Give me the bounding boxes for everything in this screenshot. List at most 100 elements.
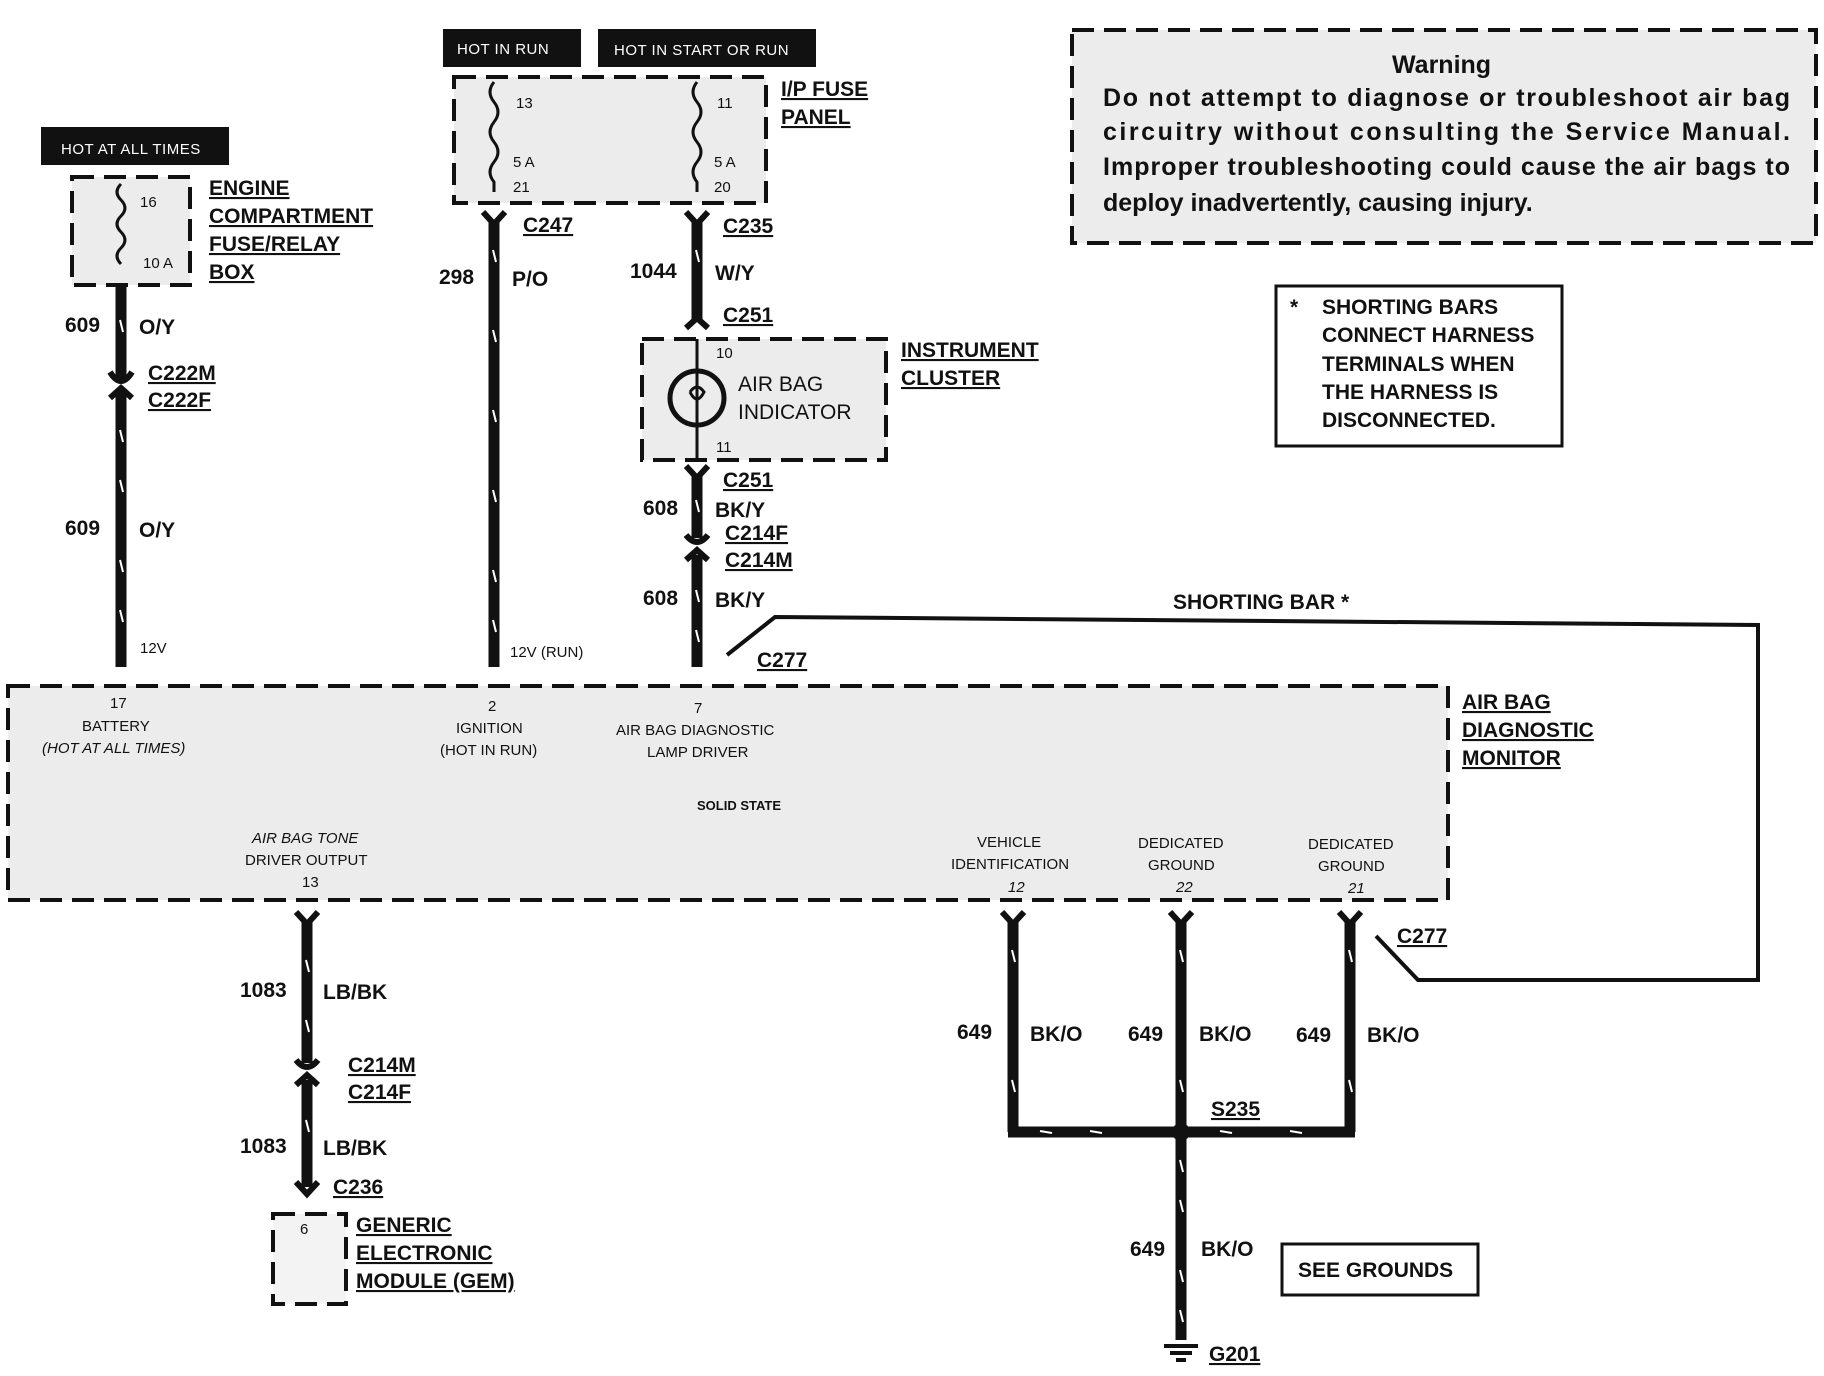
svg-text:11: 11 (717, 95, 733, 112)
header-hot-in-start-or-run: HOT IN START OR RUN (598, 29, 816, 67)
wire-649-number-b: 649 (1128, 1023, 1163, 1046)
svg-text:DISCONNECTED.: DISCONNECTED. (1322, 409, 1496, 432)
wire-608-color-lower: BK/Y (715, 589, 765, 612)
connector-c222m: C222M (148, 362, 216, 385)
warning-title: Warning (1392, 51, 1491, 79)
instrument-cluster-box: 10 11 AIR BAG INDICATOR (640, 337, 888, 462)
wire-1083-color-lower: LB/BK (323, 1137, 387, 1160)
pin-13: 13 (302, 874, 319, 891)
shorting-bar-line (725, 614, 1760, 982)
wire-608-number-upper: 608 (643, 497, 678, 520)
pin-ignition-sub: (HOT IN RUN) (440, 742, 537, 759)
pin-2: 2 (488, 698, 496, 715)
monitor-label-2: DIAGNOSTIC (1462, 719, 1594, 742)
connector-c214f-upper: C214F (725, 522, 788, 545)
see-grounds-label: SEE GROUNDS (1298, 1259, 1453, 1282)
see-grounds-box: SEE GROUNDS (1280, 1242, 1480, 1297)
wire-649-color-ground: BK/O (1201, 1238, 1254, 1261)
svg-text:SHORTING BARS: SHORTING BARS (1322, 296, 1498, 319)
engine-box-label-3: FUSE/RELAY (209, 233, 340, 256)
pin-vehicle-id-label-2: IDENTIFICATION (951, 856, 1069, 873)
connector-c251-upper: C251 (723, 304, 774, 327)
wire-649-color-c: BK/O (1367, 1024, 1420, 1047)
wire-649-number-c: 649 (1296, 1024, 1331, 1047)
wire-609 (107, 285, 135, 667)
warning-line-1: Do not attempt to diagnose or troublesho… (1103, 84, 1790, 112)
header-hot-in-run: HOT IN RUN (443, 29, 581, 67)
wire-608-number-lower: 608 (643, 587, 678, 610)
gem-label-3: MODULE (GEM) (356, 1270, 515, 1293)
warning-box: Warning Do not attempt to diagnose or tr… (1070, 28, 1818, 245)
ground-icon (1164, 1344, 1198, 1362)
header-hot-at-all-times: HOT AT ALL TIMES (41, 127, 229, 165)
svg-text:HOT IN START OR RUN: HOT IN START OR RUN (614, 42, 789, 59)
svg-text:5 A: 5 A (714, 154, 736, 171)
pin-tone-label-1: AIR BAG TONE (251, 830, 359, 847)
wire-649-color-b: BK/O (1199, 1023, 1252, 1046)
pin-12: 12 (1008, 879, 1025, 896)
wire-298-color: P/O (512, 268, 548, 291)
fuse-16-symbol (115, 182, 127, 266)
wire-649-number-ground: 649 (1130, 1238, 1165, 1261)
ground-g201: G201 (1209, 1343, 1261, 1366)
shorting-bars-note: * SHORTING BARS CONNECT HARNESS TERMINAL… (1274, 284, 1564, 448)
svg-text:*: * (1290, 296, 1299, 319)
pin-vehicle-id-label-1: VEHICLE (977, 834, 1041, 851)
pin-21: 21 (1347, 880, 1365, 897)
connector-c251-lower: C251 (723, 469, 774, 492)
wire-609-color-upper: O/Y (139, 316, 175, 339)
svg-text:10: 10 (716, 345, 733, 362)
fuse-11-symbol (691, 81, 703, 192)
connector-c214m-upper: C214M (725, 549, 793, 572)
monitor-label-3: MONITOR (1462, 747, 1561, 770)
monitor-label-1: AIR BAG (1462, 691, 1551, 714)
svg-text:21: 21 (513, 179, 530, 196)
svg-text:THE HARNESS IS: THE HARNESS IS (1322, 381, 1498, 404)
wire-1083 (293, 909, 321, 1199)
connector-c247: C247 (523, 214, 573, 237)
fuse-16-num: 16 (140, 194, 157, 211)
air-bag-indicator-label-1: AIR BAG (738, 373, 823, 396)
connector-c214m-lower: C214M (348, 1054, 416, 1077)
splice-s235-dot (1172, 1123, 1190, 1141)
svg-text:11: 11 (716, 439, 732, 456)
wire-649-color-a: BK/O (1030, 1023, 1083, 1046)
svg-text:CONNECT HARNESS: CONNECT HARNESS (1322, 324, 1534, 347)
air-bag-indicator-label-2: INDICATOR (738, 401, 852, 424)
wire-608-color-upper: BK/Y (715, 499, 765, 522)
wire-1044-number: 1044 (630, 260, 677, 283)
pin-21-label-2: GROUND (1318, 858, 1385, 875)
pin-ignition-label: IGNITION (456, 720, 523, 737)
air-bag-diagnostic-monitor: 17 BATTERY (HOT AT ALL TIMES) 2 IGNITION… (6, 684, 1450, 902)
wire-608 (683, 463, 711, 667)
svg-text:20: 20 (714, 179, 731, 196)
splice-s235: S235 (1211, 1098, 1260, 1121)
warning-line-4: deploy inadvertently, causing injury. (1103, 189, 1533, 217)
engine-fuse-box: 16 10 A (70, 175, 192, 287)
pin-battery-label: BATTERY (82, 718, 150, 735)
pin-lamp-label-2: LAMP DRIVER (647, 744, 749, 761)
gem-label-2: ELECTRONIC (356, 1242, 493, 1265)
wire-1083-color-upper: LB/BK (323, 981, 387, 1004)
wire-298 (480, 209, 508, 667)
fuse-16-amp: 10 A (143, 255, 173, 272)
wire-649-group (999, 909, 1364, 1340)
pin-tone-label-2: DRIVER OUTPUT (245, 852, 368, 869)
pin-17: 17 (110, 695, 127, 712)
gem-module-box: 6 (271, 1212, 348, 1306)
air-bag-indicator-icon (667, 368, 727, 428)
connector-c235: C235 (723, 215, 774, 238)
instrument-cluster-label-1: INSTRUMENT (901, 339, 1039, 362)
pin-battery-sub: (HOT AT ALL TIMES) (42, 740, 185, 757)
svg-text:HOT IN RUN: HOT IN RUN (457, 41, 549, 58)
wire-609-color-lower: O/Y (139, 519, 175, 542)
pin-22-label-2: GROUND (1148, 857, 1215, 874)
pin-21-label-1: DEDICATED (1308, 836, 1394, 853)
gem-label-1: GENERIC (356, 1214, 452, 1237)
svg-text:TERMINALS WHEN: TERMINALS WHEN (1322, 353, 1515, 376)
wire-1083-number-lower: 1083 (240, 1135, 287, 1158)
shorting-bar-label: SHORTING BAR * (1173, 591, 1350, 614)
svg-text:5 A: 5 A (513, 154, 535, 171)
svg-text:HOT AT ALL TIMES: HOT AT ALL TIMES (61, 141, 201, 158)
